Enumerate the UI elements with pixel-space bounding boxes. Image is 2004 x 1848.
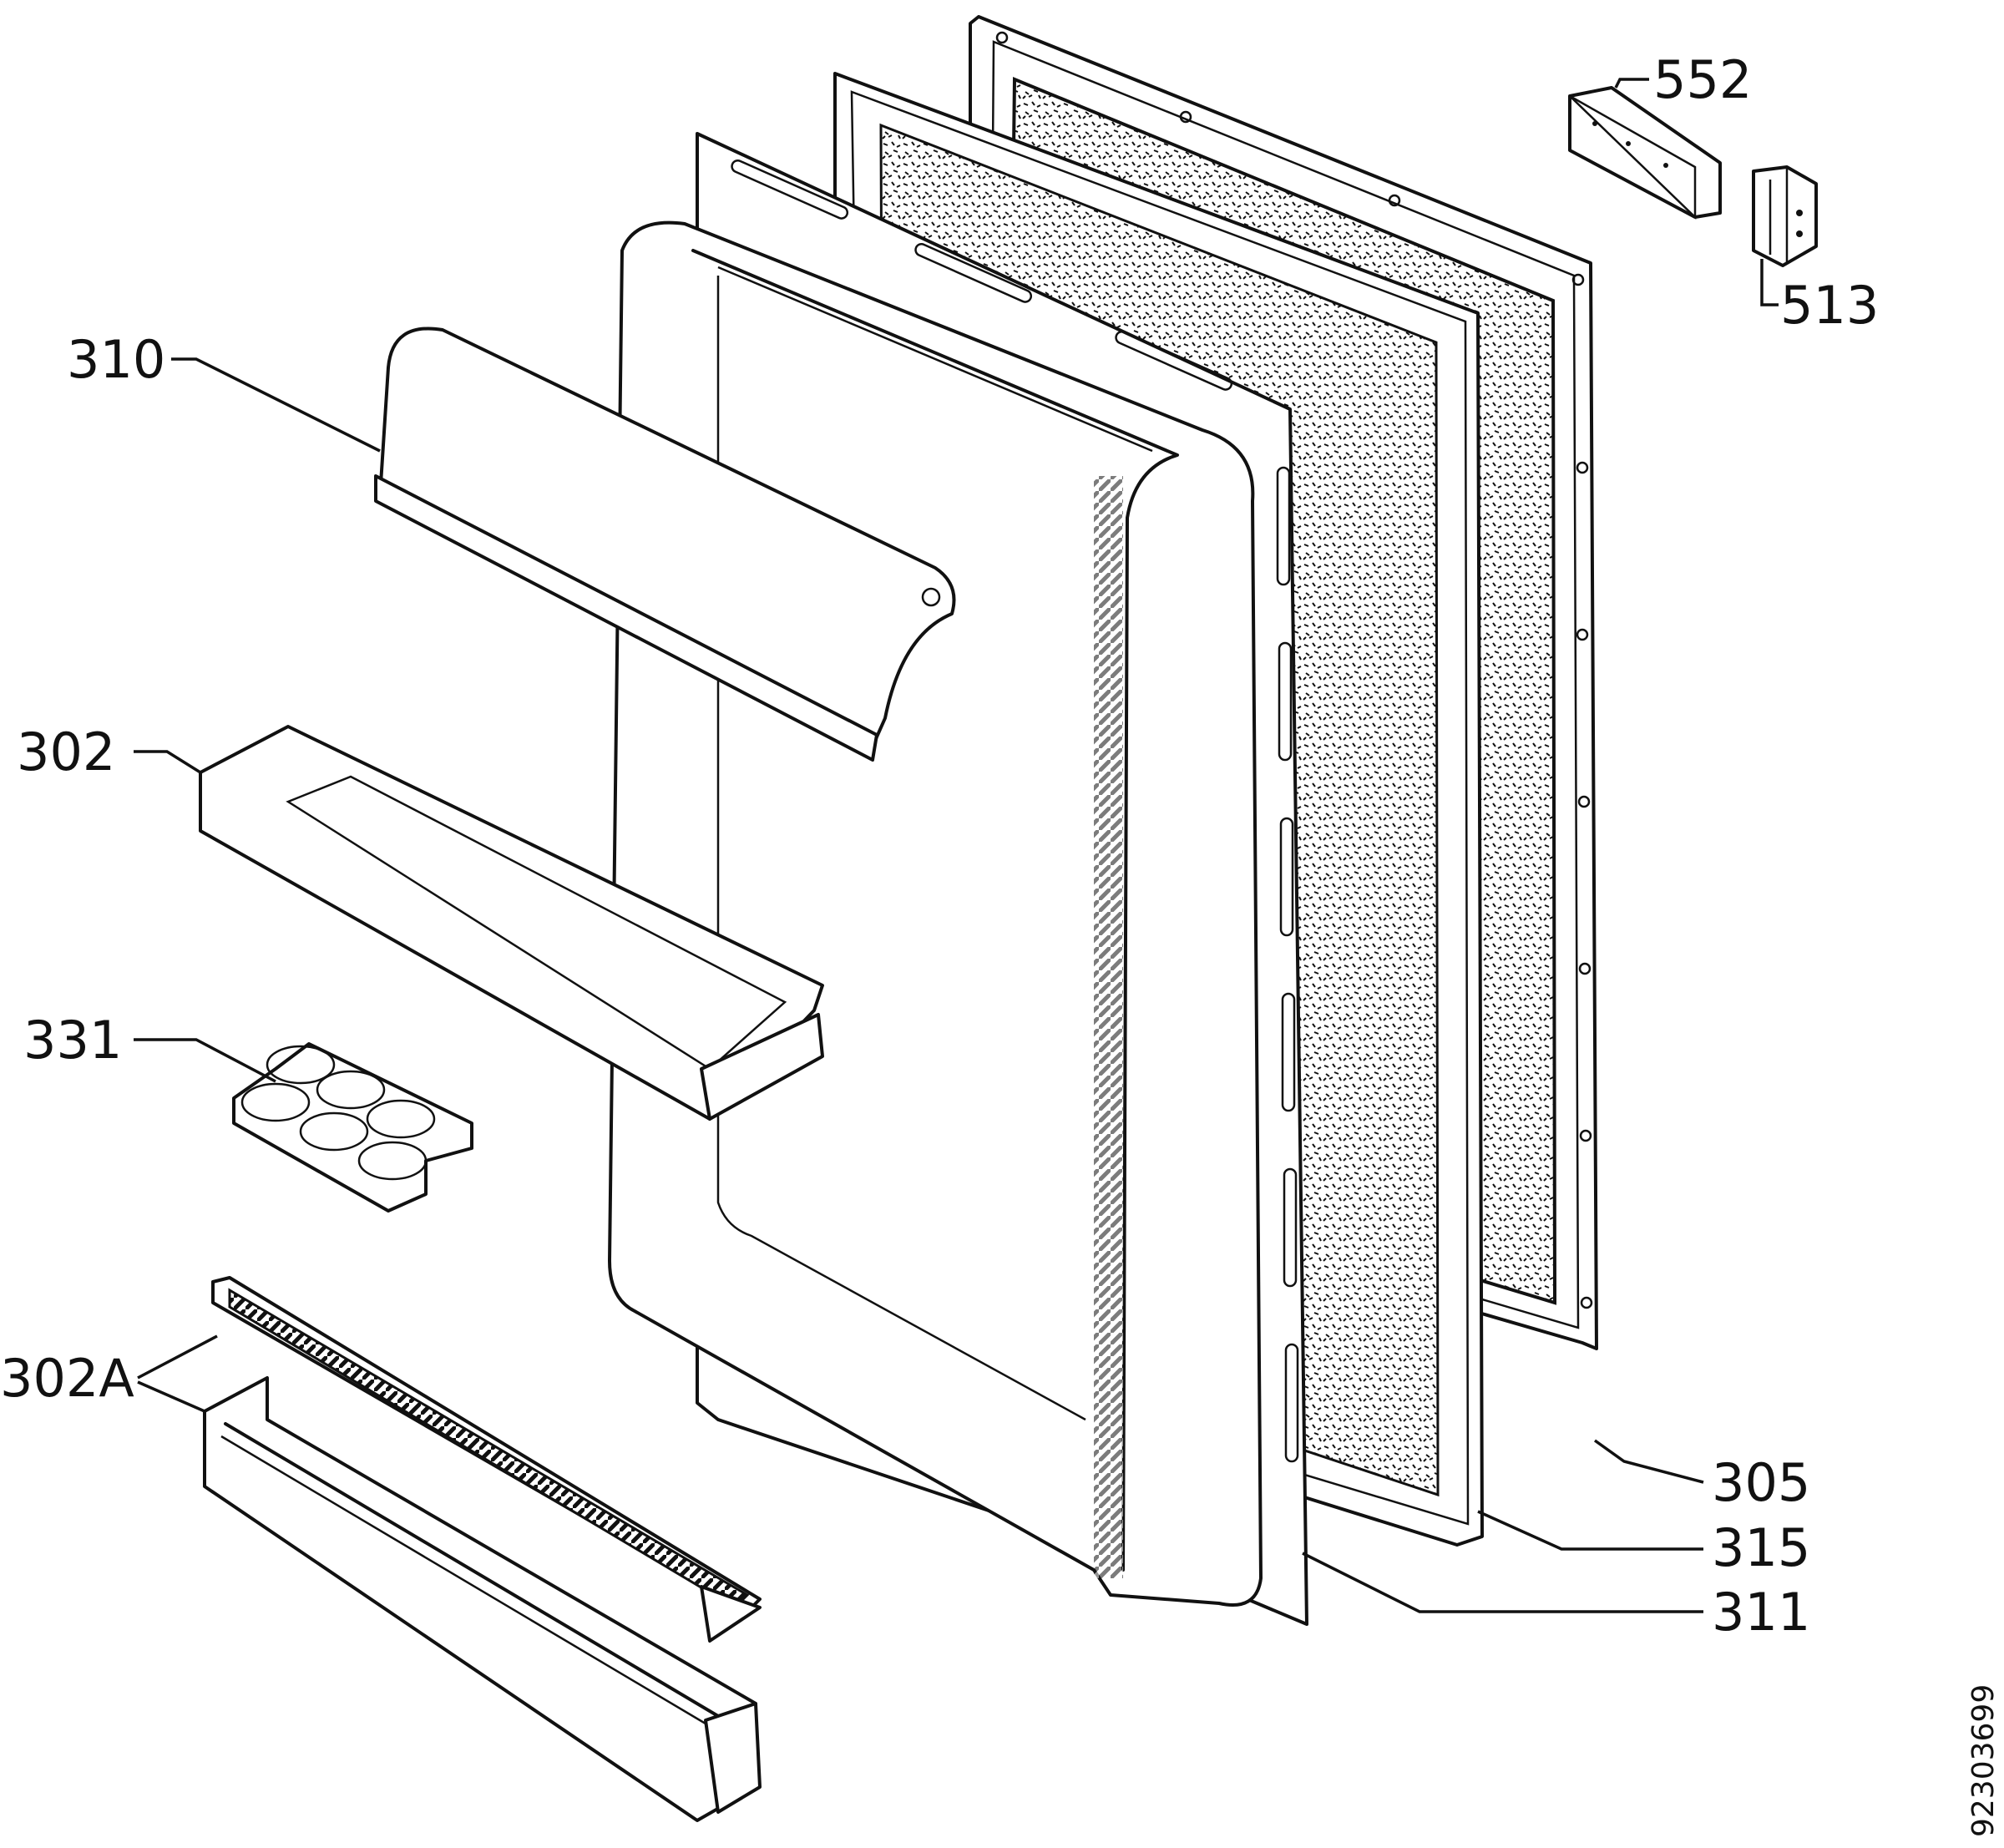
callout-315: 315 <box>1712 1517 1811 1578</box>
callout-305: 305 <box>1712 1452 1811 1513</box>
callout-513: 513 <box>1780 275 1880 336</box>
part-302a-bottle-rail <box>211 1276 762 1643</box>
document-number: 92303699 <box>1966 1683 2001 1837</box>
part-513-hinge-bracket <box>1752 165 1818 267</box>
callout-302a: 302A <box>0 1348 134 1409</box>
leader-lines <box>134 78 1779 1613</box>
callout-331: 331 <box>23 1010 123 1071</box>
part-302a-bottom-shelf <box>203 1376 762 1822</box>
part-552-hinge-cover <box>1568 86 1722 220</box>
part-302-door-shelf <box>199 725 824 1121</box>
part-310-upper-cover <box>374 327 956 762</box>
callout-552: 552 <box>1653 49 1753 110</box>
part-331-egg-tray <box>232 1042 473 1213</box>
callout-310: 310 <box>67 329 166 390</box>
callout-311: 311 <box>1712 1582 1811 1643</box>
callout-302: 302 <box>17 721 116 782</box>
